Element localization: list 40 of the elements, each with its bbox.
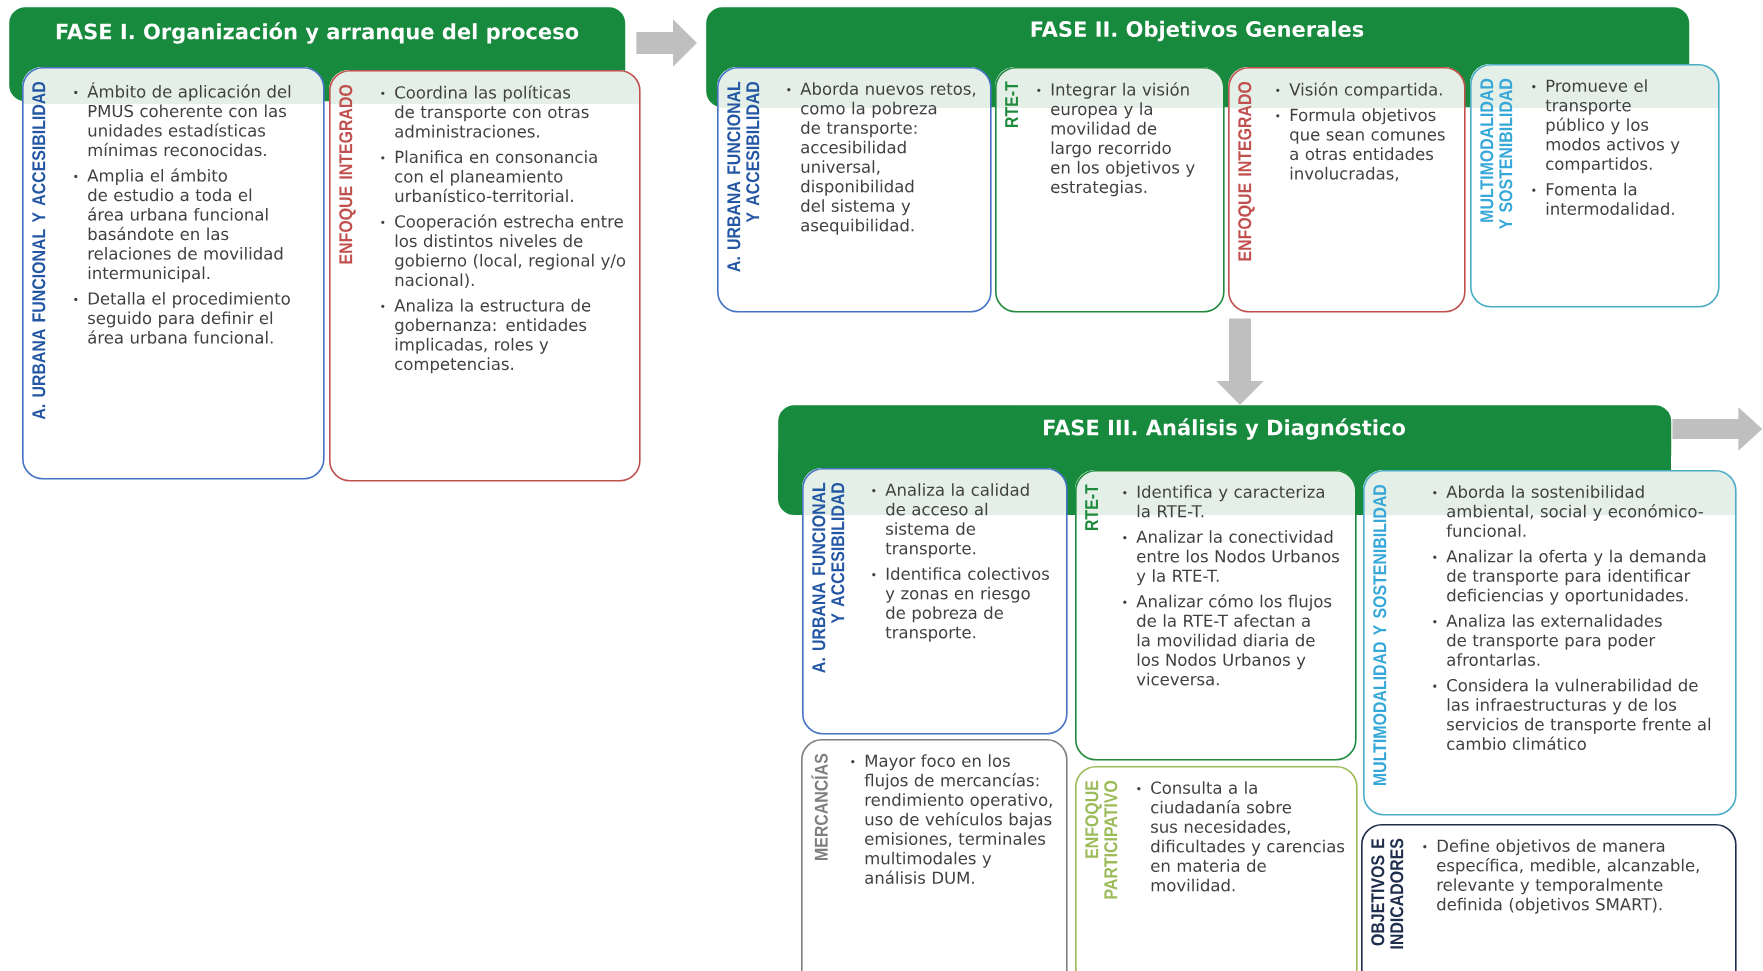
vertical-heading: MERCANCÍAS xyxy=(811,753,828,860)
bullet-item: Coordina las políticas de transporte con otras administraciones. xyxy=(381,85,589,138)
bullet-item: Planifica en consonancia con el planeamiento urbanístico-territorial. xyxy=(381,150,597,203)
bullet-item: Analiza la estructura de gobernanza: entidades implicadas, roles y competencias. xyxy=(381,298,591,374)
vertical-heading: ENFOQUE PARTICIPATIVO xyxy=(1085,780,1118,899)
bullet-item: Formula objetivos que sean comunes a otras entidades involucradas, xyxy=(1276,108,1445,182)
phase-title: FASE II. Objetivos Generales xyxy=(1031,20,1364,42)
bullet-item: Ámbito de aplicación del PMUS coherente con las unidades estadísticas mínimas reconocidas. xyxy=(74,82,291,157)
vertical-heading: ENFOQUE INTEGRADO xyxy=(339,84,356,264)
bullet-item: Analizar la oferta y la demanda de transporte para identificar deficiencias y oportunidades. xyxy=(1433,549,1706,605)
bullet-item: Fomenta la intermodalidad. xyxy=(1532,182,1674,215)
vertical-heading: A. URBANA FUNCIONAL Y ACCESIBILIDAD xyxy=(812,482,845,673)
bullet-item: Identifica y caracteriza la RTE-T. xyxy=(1123,485,1324,518)
bullet-item: Detalla el procedimiento seguido para definir el área urbana funcional. xyxy=(74,291,290,344)
bullet-item: Considera la vulnerabilidad de las infraestructuras y de los servicios de transporte frente al cambio climático xyxy=(1433,678,1711,750)
vertical-heading: MULTIMODALIDAD Y SOSTENIBILIDAD xyxy=(1373,484,1387,786)
bullet-item: Integrar la visión europea y la movilidad de largo recorrido en los objetivos y estrategias. xyxy=(1037,82,1195,197)
vertical-heading: OBJETIVOS E INDICADORES xyxy=(1371,838,1404,949)
bullet-item: Aborda nuevos retos, como la pobreza de transporte: accesibilidad universal, disponibilidad del sistema y asequibilidad. xyxy=(787,82,976,235)
vertical-heading: RTE-T xyxy=(1005,81,1018,127)
phase-title: FASE I. Organización y arranque del proceso xyxy=(56,22,579,44)
vertical-heading: RTE-T xyxy=(1085,484,1098,530)
bullet-item: Mayor foco en los flujos de mercancías: rendimiento operativo, uso de vehículos bajas emisiones, terminales multimodales y análisis DUM. xyxy=(851,754,1052,884)
vertical-heading: ENFOQUE INTEGRADO xyxy=(1238,81,1255,261)
bullet-item: Identifica colectivos y zonas en riesgo de pobreza de transporte. xyxy=(872,567,1049,642)
bullet-item: Analiza las externalidades de transporte para poder afrontarlas. xyxy=(1433,614,1662,666)
bullet-item: Analizar la conectividad entre los Nodos Urbanos y la RTE-T. xyxy=(1123,530,1340,586)
vertical-heading: A. URBANA FUNCIONAL Y ACCESIBILIDAD xyxy=(727,81,760,272)
vertical-heading: A. URBANA FUNCIONAL Y ACCESIBILIDAD xyxy=(32,81,46,420)
bullet-item: Amplia el ámbito de estudio a toda el área urbana funcional basándote en las relaciones de movilidad intermunicipal. xyxy=(74,168,283,283)
bullet-item: Promueve el transporte público y los modos activos y compartidos. xyxy=(1532,79,1680,174)
bullet-item: Analiza la calidad de acceso al sistema de transporte. xyxy=(872,483,1029,558)
phase-title: FASE III. Análisis y Diagnóstico xyxy=(1044,418,1405,440)
bullet-item: Visión compartida. xyxy=(1276,82,1442,99)
bullet-item: Aborda la sostenibilidad ambiental, social y económico-funcional. xyxy=(1433,485,1703,537)
bullet-item: Define objetivos de manera específica, medible, alcanzable, relevante y temporalmente definida (objetivos SMART). xyxy=(1423,839,1699,914)
vertical-heading: MULTIMODALIDAD Y SOSTENIBILIDAD xyxy=(1480,78,1513,230)
bullet-item: Cooperación estrecha entre los distintos niveles de gobierno (local, regional y/o nacional). xyxy=(381,214,626,289)
bullet-item: Analizar cómo los flujos de la RTE-T afectan a la movilidad diaria de los Nodos Urbanos y viceversa. xyxy=(1123,594,1332,686)
bullet-item: Consulta a la ciudadanía sobre sus necesidades, dificultades y carencias en materia de movilidad. xyxy=(1137,781,1345,892)
